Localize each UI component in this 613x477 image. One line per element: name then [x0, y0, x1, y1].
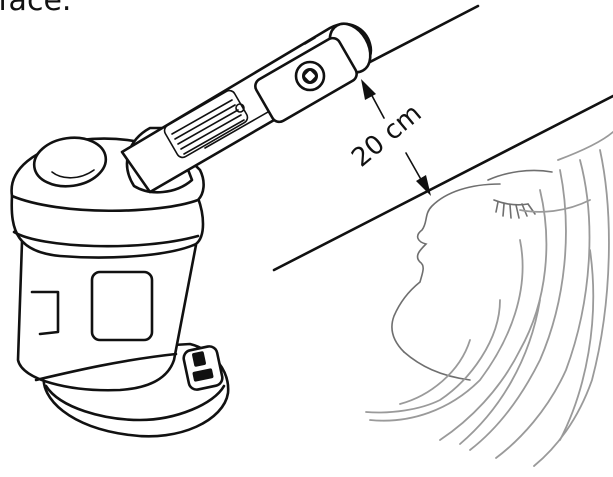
face-outline	[391, 183, 501, 353]
arrowhead-up	[361, 79, 376, 100]
lid-band	[10, 194, 205, 259]
arrowhead-down	[416, 175, 431, 196]
dimension-arrow	[361, 79, 431, 196]
eyelashes	[493, 199, 536, 219]
facial-steamer	[10, 22, 373, 438]
woman-face-profile	[365, 131, 613, 467]
distance-label: 20 cm	[346, 98, 427, 173]
eyebrow	[487, 169, 553, 181]
hair-strands	[365, 131, 613, 467]
caption-fragment: face.	[0, 0, 71, 18]
vent-slots	[163, 89, 249, 159]
lower-guide-line	[272, 94, 613, 272]
tank-window	[90, 270, 154, 342]
control-panel	[182, 345, 224, 391]
